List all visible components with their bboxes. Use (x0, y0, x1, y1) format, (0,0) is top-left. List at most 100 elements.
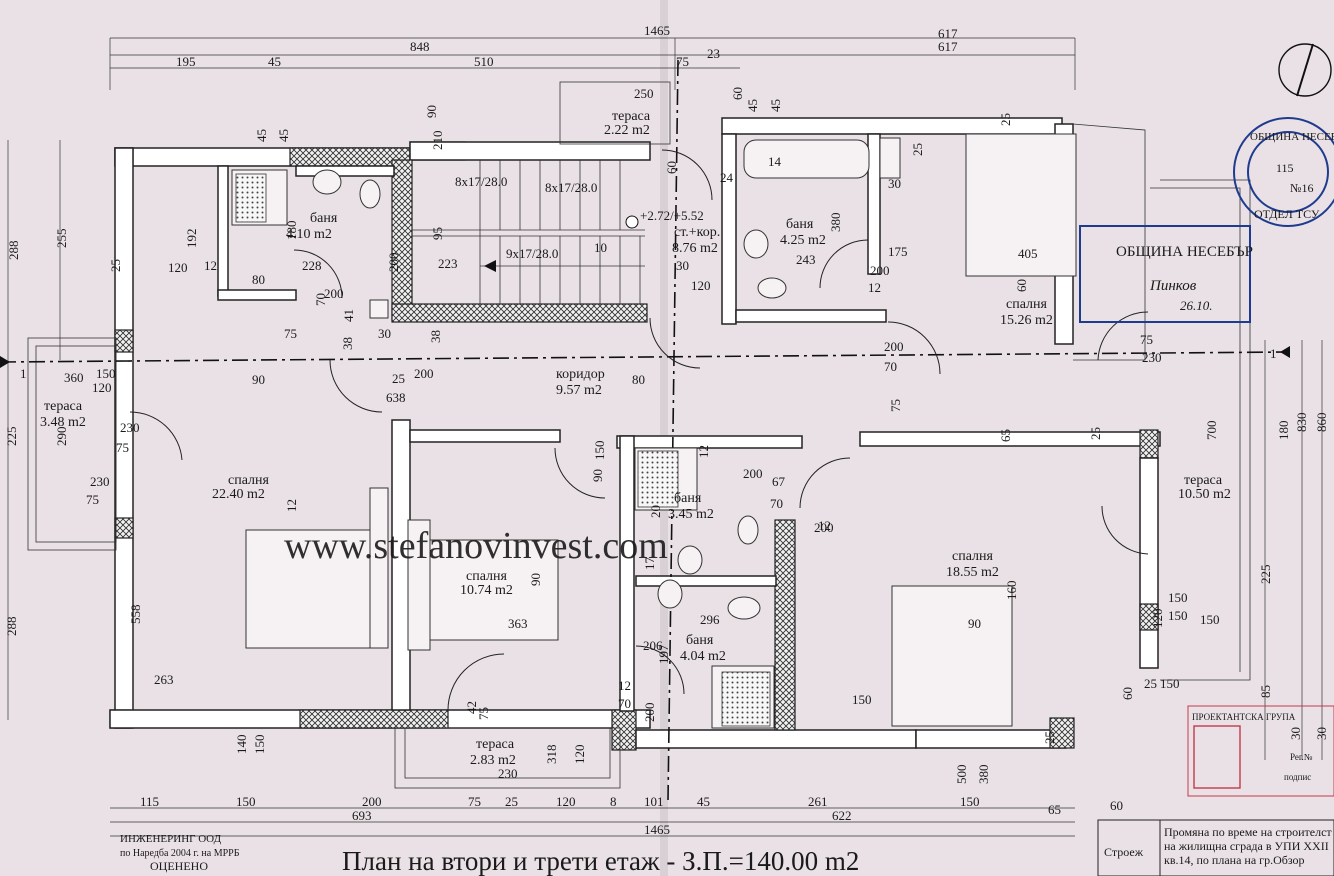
inner-dimension-13: 120 (168, 260, 188, 275)
stamp-ring-text: ОБЩИНА НЕСЕБЪР (1250, 131, 1334, 143)
inner-dimension-25: 38 (340, 337, 355, 350)
inner-dimension-24: 41 (341, 309, 356, 322)
inner-dimension-100: 30 (888, 176, 901, 191)
room-terrace-w-area: 3.48 m2 (40, 415, 86, 430)
design-group-logo-icon (1193, 725, 1241, 789)
title-block: Строеж Промяна по време на строителст на… (1097, 705, 1334, 876)
inner-dimension-92: 150 (1160, 676, 1180, 691)
inner-dimension-2: 60 (730, 87, 745, 100)
bed-southeast (891, 585, 1013, 727)
dim-right-85: 85 (1258, 685, 1273, 698)
inner-dimension-7: 45 (276, 129, 291, 142)
inner-dimension-63: 558 (128, 605, 143, 625)
sink-icon (312, 169, 342, 195)
inner-dimension-65: 90 (528, 573, 543, 586)
inner-dimension-69: 206 (643, 638, 663, 653)
inner-dimension-36: 80 (632, 372, 645, 387)
inner-dimension-98: 24 (720, 170, 734, 185)
inner-dimension-48: 75 (888, 399, 903, 412)
inner-dimension-27: 210 (430, 131, 445, 151)
dim-bottom-right: 622 (832, 808, 852, 823)
staircase: 8x17/28.0 8x17/28.0 9x17/28.0 +2.72/+5.5… (412, 160, 704, 304)
toilet-icon-3 (737, 515, 759, 545)
inner-dimension-1: 250 (634, 86, 654, 101)
inner-dimension-96: 230 (1142, 350, 1162, 365)
room-bath3-name: баня (674, 491, 702, 506)
inner-dimension-71: 70 (618, 696, 631, 711)
dim-right-860: 860 (1314, 413, 1329, 433)
inner-dimension-43: 380 (828, 213, 843, 233)
note-line3: ОЦЕНЕНО (150, 859, 208, 873)
dim-right-225: 225 (1258, 565, 1273, 585)
room-bath1-area: 4.10 m2 (286, 227, 332, 242)
inner-dimension-14: 25 (108, 259, 123, 272)
dim-bottom-45: 45 (697, 794, 710, 809)
inner-dimension-99: 14 (768, 154, 782, 169)
inner-dimension-41: 175 (888, 244, 908, 259)
dim-top-510: 510 (474, 54, 494, 69)
inner-dimension-34: 200 (414, 366, 434, 381)
bathtub-icon (743, 139, 870, 179)
inner-dimension-5: 25 (998, 113, 1013, 126)
inner-dimension-54: 90 (590, 469, 605, 482)
title-block-text1: Промяна по време на строителст (1164, 825, 1332, 839)
inner-dimension-44: 405 (1018, 246, 1038, 261)
inner-dimension-22: 30 (676, 258, 689, 273)
inner-dimension-86: 150 (1168, 608, 1188, 623)
inner-dimension-76: 318 (544, 745, 559, 765)
dim-bottom-115: 115 (140, 794, 159, 809)
dim-top-75: 75 (676, 54, 689, 69)
inner-dimension-6: 45 (254, 129, 269, 142)
terraces-outline (27, 81, 1251, 789)
dim-bottom-25: 25 (505, 794, 518, 809)
inner-dimension-15: 200 (386, 253, 401, 273)
inner-dimension-78: 140 (234, 735, 249, 755)
dimensions-bottom: 1465 693 622 115 150 200 75 25 120 8 101… (110, 794, 1075, 837)
room-terrace-e-name: тераса (1184, 473, 1223, 488)
dimensions-right: 700 830 860 180 225 85 30 30 60 (1120, 340, 1329, 760)
dim-top-total: 1465 (644, 23, 670, 38)
axis-arrow-right-icon (1280, 346, 1290, 358)
dim-bottom-150b: 150 (960, 794, 980, 809)
dim-bottom-total: 1465 (644, 822, 670, 837)
inner-dimension-9: 180 (284, 221, 299, 241)
inner-dimension-72: 200 (642, 703, 657, 723)
room-labels: баня 4.10 m2 тераса 2.22 m2 ст.+кор. 8.7… (40, 109, 1231, 768)
watermark-text: www.stefanovinvest.com (284, 525, 668, 567)
dim-bottom-65: 65 (1048, 802, 1061, 817)
bed-center (429, 539, 559, 641)
inner-dimension-21: 120 (691, 278, 711, 293)
inner-dimension-51: 230 (90, 474, 110, 489)
axis-label-right: 1 (1270, 346, 1277, 361)
dim-bottom-200: 200 (362, 794, 382, 809)
room-bed-c-name: спалня (466, 569, 508, 584)
inner-dimension-49: 230 (120, 420, 140, 435)
dim-bottom-101: 101 (644, 794, 664, 809)
room-bed-ne-name: спалня (1006, 297, 1048, 312)
corner-group-text: ПРОЕКТАНТСКА ГРУПА (1192, 712, 1296, 722)
room-bath1-name: баня (310, 211, 338, 226)
inner-dimension-84: 380 (976, 765, 991, 785)
room-bath2-area: 4.25 m2 (780, 233, 826, 248)
room-terrace-s-area: 2.83 m2 (470, 753, 516, 768)
inner-dimension-33: 25 (392, 371, 405, 386)
room-bed-ne-area: 15.26 m2 (1000, 313, 1053, 328)
inner-dimension-67: 296 (700, 612, 720, 627)
inner-dimension-97: 12 (818, 518, 831, 533)
inner-dimension-8: 192 (184, 229, 199, 249)
room-terrace-e-area: 10.50 m2 (1178, 487, 1231, 502)
toilet-icon-2 (757, 277, 787, 299)
inner-dimension-90: 25 (1088, 427, 1103, 440)
title-block-text3: кв.14, по плана на гр.Обзор (1164, 853, 1305, 867)
inner-dimension-55: 200 (743, 466, 763, 481)
dim-left-288a: 288 (6, 241, 21, 261)
inner-dimension-32: 90 (252, 372, 265, 387)
inner-dimension-31: 360 (64, 370, 84, 385)
inner-dimension-73: 42 (464, 701, 479, 714)
inner-dimension-66: 363 (508, 616, 528, 631)
dim-bottom-120: 120 (556, 794, 576, 809)
stove-icon (879, 137, 901, 179)
inner-dimension-57: 70 (770, 496, 783, 511)
inner-dimension-17: 200 (324, 286, 344, 301)
level-marker-icon (625, 215, 639, 229)
